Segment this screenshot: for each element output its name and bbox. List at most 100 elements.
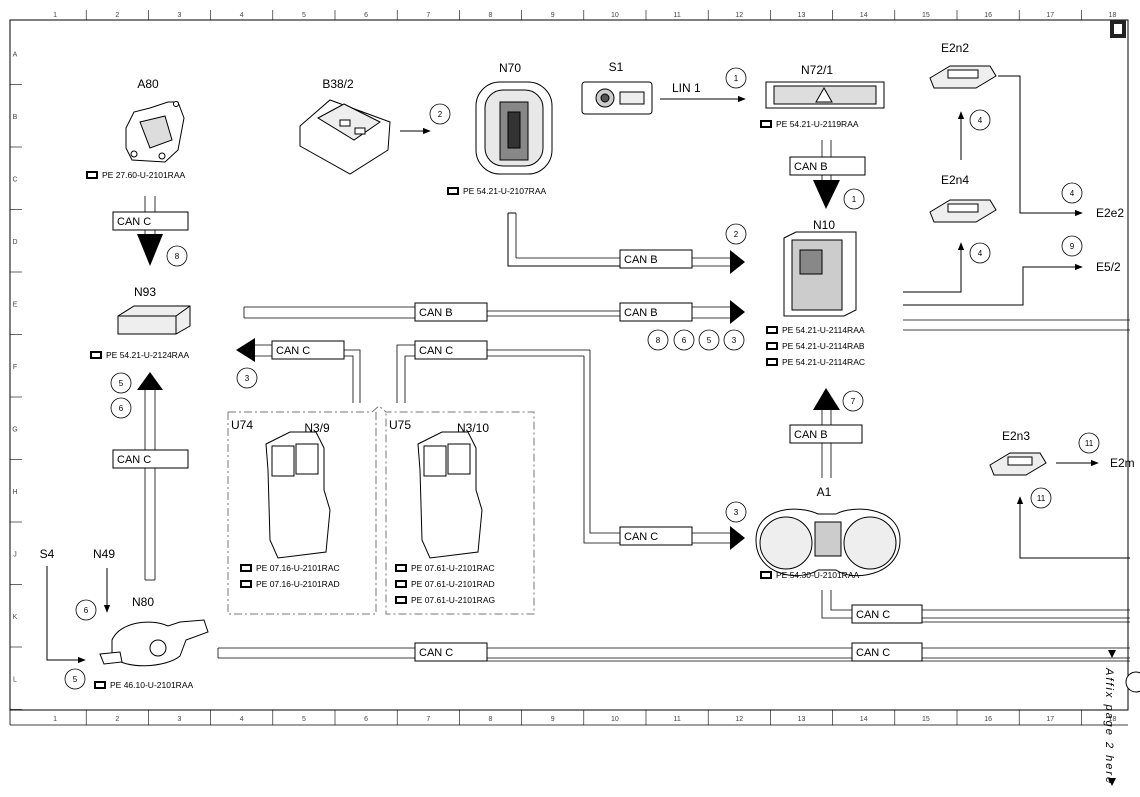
grid-col-top-11: 11 bbox=[673, 12, 680, 19]
arrow-left-to-n93 bbox=[236, 338, 255, 362]
ref-n93-0: PE 54.21-U-2124RAA bbox=[106, 350, 189, 360]
signal-e2e2: E2e2 bbox=[1096, 206, 1124, 220]
bus-box-6 bbox=[112, 449, 189, 469]
e2n3-module-icon bbox=[989, 452, 1047, 476]
label-n3-10: N3/10 bbox=[457, 421, 489, 435]
ref-n3-10-0: PE 07.61-U-2101RAC bbox=[411, 563, 495, 573]
e2n2-module-icon bbox=[929, 65, 997, 89]
connector-circle bbox=[725, 223, 747, 245]
signal-e5-2: E5/2 bbox=[1096, 260, 1121, 274]
connector-number-c5: 5 bbox=[73, 675, 78, 684]
connector-number-c6: 6 bbox=[119, 404, 124, 413]
bus-label-can-c: CAN C bbox=[419, 647, 453, 659]
grid-col-top-4: 4 bbox=[240, 12, 244, 19]
grid-col-top-10: 10 bbox=[611, 12, 619, 19]
grid-col-top-5: 5 bbox=[302, 12, 306, 19]
connector-circle bbox=[429, 103, 451, 125]
connector-circle bbox=[969, 242, 991, 264]
b38-2-sensor-icon bbox=[299, 99, 391, 175]
book-ref-icon bbox=[447, 187, 459, 195]
component-shapes bbox=[99, 65, 1047, 667]
grid-col-top-14: 14 bbox=[860, 12, 868, 19]
arrow-up-from-can-c bbox=[137, 372, 163, 390]
connector-number-c1: 1 bbox=[852, 195, 857, 204]
connector-circle bbox=[843, 188, 865, 210]
label-a1: A1 bbox=[817, 485, 832, 499]
connector-number-c3: 3 bbox=[734, 508, 739, 517]
grid-col-top-18: 18 bbox=[1109, 12, 1117, 19]
connector-number-c8: 8 bbox=[175, 252, 180, 261]
label-e2n2: E2n2 bbox=[941, 41, 969, 55]
connector-number-c5: 5 bbox=[707, 336, 712, 345]
book-ref-icon bbox=[766, 358, 778, 366]
label-b38-2: B38/2 bbox=[322, 77, 354, 91]
grid-col-bottom-11: 11 bbox=[673, 716, 680, 723]
document-icon bbox=[1110, 20, 1126, 38]
unit-enclosures bbox=[227, 405, 535, 615]
connector-circle bbox=[842, 390, 864, 412]
affix-page-note: Affix page 2 here bbox=[1103, 667, 1115, 785]
arrow-down-to-n10 bbox=[813, 180, 840, 209]
grid-row-A: A bbox=[13, 51, 18, 58]
book-ref-icon bbox=[240, 564, 252, 572]
bus-box-4 bbox=[271, 340, 345, 360]
grid-col-bottom-4: 4 bbox=[240, 716, 244, 723]
ref-n72-1-0: PE 54.21-U-2119RAA bbox=[776, 119, 859, 129]
grid-col-top-7: 7 bbox=[426, 12, 430, 19]
arrow-to-a1 bbox=[730, 526, 745, 550]
label-n93: N93 bbox=[134, 285, 156, 299]
label-n72-1: N72/1 bbox=[801, 63, 833, 77]
book-ref-icon bbox=[395, 564, 407, 572]
bus-label-can-b: CAN B bbox=[624, 254, 658, 266]
ref-n3-9-1: PE 07.16-U-2101RAD bbox=[256, 579, 340, 589]
grid-col-top-1: 1 bbox=[53, 12, 57, 19]
label-n49: N49 bbox=[93, 547, 115, 561]
ref-n10-2: PE 54.21-U-2114RAC bbox=[782, 357, 865, 367]
ref-n10-1: PE 54.21-U-2114RAB bbox=[782, 341, 865, 351]
book-ref-icon bbox=[395, 580, 407, 588]
connector-number-c6: 6 bbox=[682, 336, 687, 345]
connector-number-c3: 3 bbox=[732, 336, 737, 345]
bus-label-can-c: CAN C bbox=[624, 531, 658, 543]
book-ref-icon bbox=[766, 326, 778, 334]
bus-box-12 bbox=[851, 642, 923, 662]
grid-col-bottom-18: 18 bbox=[1109, 716, 1117, 723]
grid-col-bottom-13: 13 bbox=[798, 716, 806, 723]
label-e2n3: E2n3 bbox=[1002, 429, 1030, 443]
connector-circle bbox=[673, 329, 695, 351]
connector-circle bbox=[723, 329, 745, 351]
bus-box-2 bbox=[414, 302, 488, 322]
edge-circle bbox=[1125, 671, 1140, 693]
grid-col-bottom-17: 17 bbox=[1046, 716, 1054, 723]
grid-col-bottom-15: 15 bbox=[922, 716, 930, 723]
grid-row-H: H bbox=[12, 489, 17, 496]
arrow-to-n10-can-b-1 bbox=[730, 250, 745, 274]
s1-light-switch-icon bbox=[581, 81, 653, 115]
bus-label-can-c: CAN C bbox=[117, 454, 151, 466]
bus-label-can-c: CAN C bbox=[856, 647, 890, 659]
ref-n3-10-1: PE 07.61-U-2101RAD bbox=[411, 579, 495, 589]
n72-1-switch-panel-icon bbox=[765, 81, 885, 109]
ref-n80-0: PE 46.10-U-2101RAA bbox=[110, 680, 193, 690]
grid-row-L: L bbox=[13, 676, 17, 683]
connector-circle bbox=[1061, 235, 1083, 257]
ref-a1-0: PE 54.30-U-2101RAA bbox=[776, 570, 859, 580]
connector-circle bbox=[969, 109, 991, 131]
book-ref-icon bbox=[395, 596, 407, 604]
grid-col-bottom-3: 3 bbox=[178, 716, 182, 723]
grid-ticks bbox=[10, 10, 1082, 725]
ref-n70-0: PE 54.21-U-2107RAA bbox=[463, 186, 546, 196]
affix-arrow-bottom bbox=[1108, 778, 1116, 786]
connector-number-c4: 4 bbox=[978, 249, 983, 258]
label-n70: N70 bbox=[499, 61, 521, 75]
connector-circle bbox=[725, 67, 747, 89]
book-ref-icon bbox=[94, 681, 106, 689]
bus-label-can-b: CAN B bbox=[624, 307, 658, 319]
bus-box-9 bbox=[619, 526, 693, 546]
label-e2n4: E2n4 bbox=[941, 173, 969, 187]
connector-number-c7: 7 bbox=[851, 397, 856, 406]
grid-col-top-16: 16 bbox=[984, 12, 992, 19]
